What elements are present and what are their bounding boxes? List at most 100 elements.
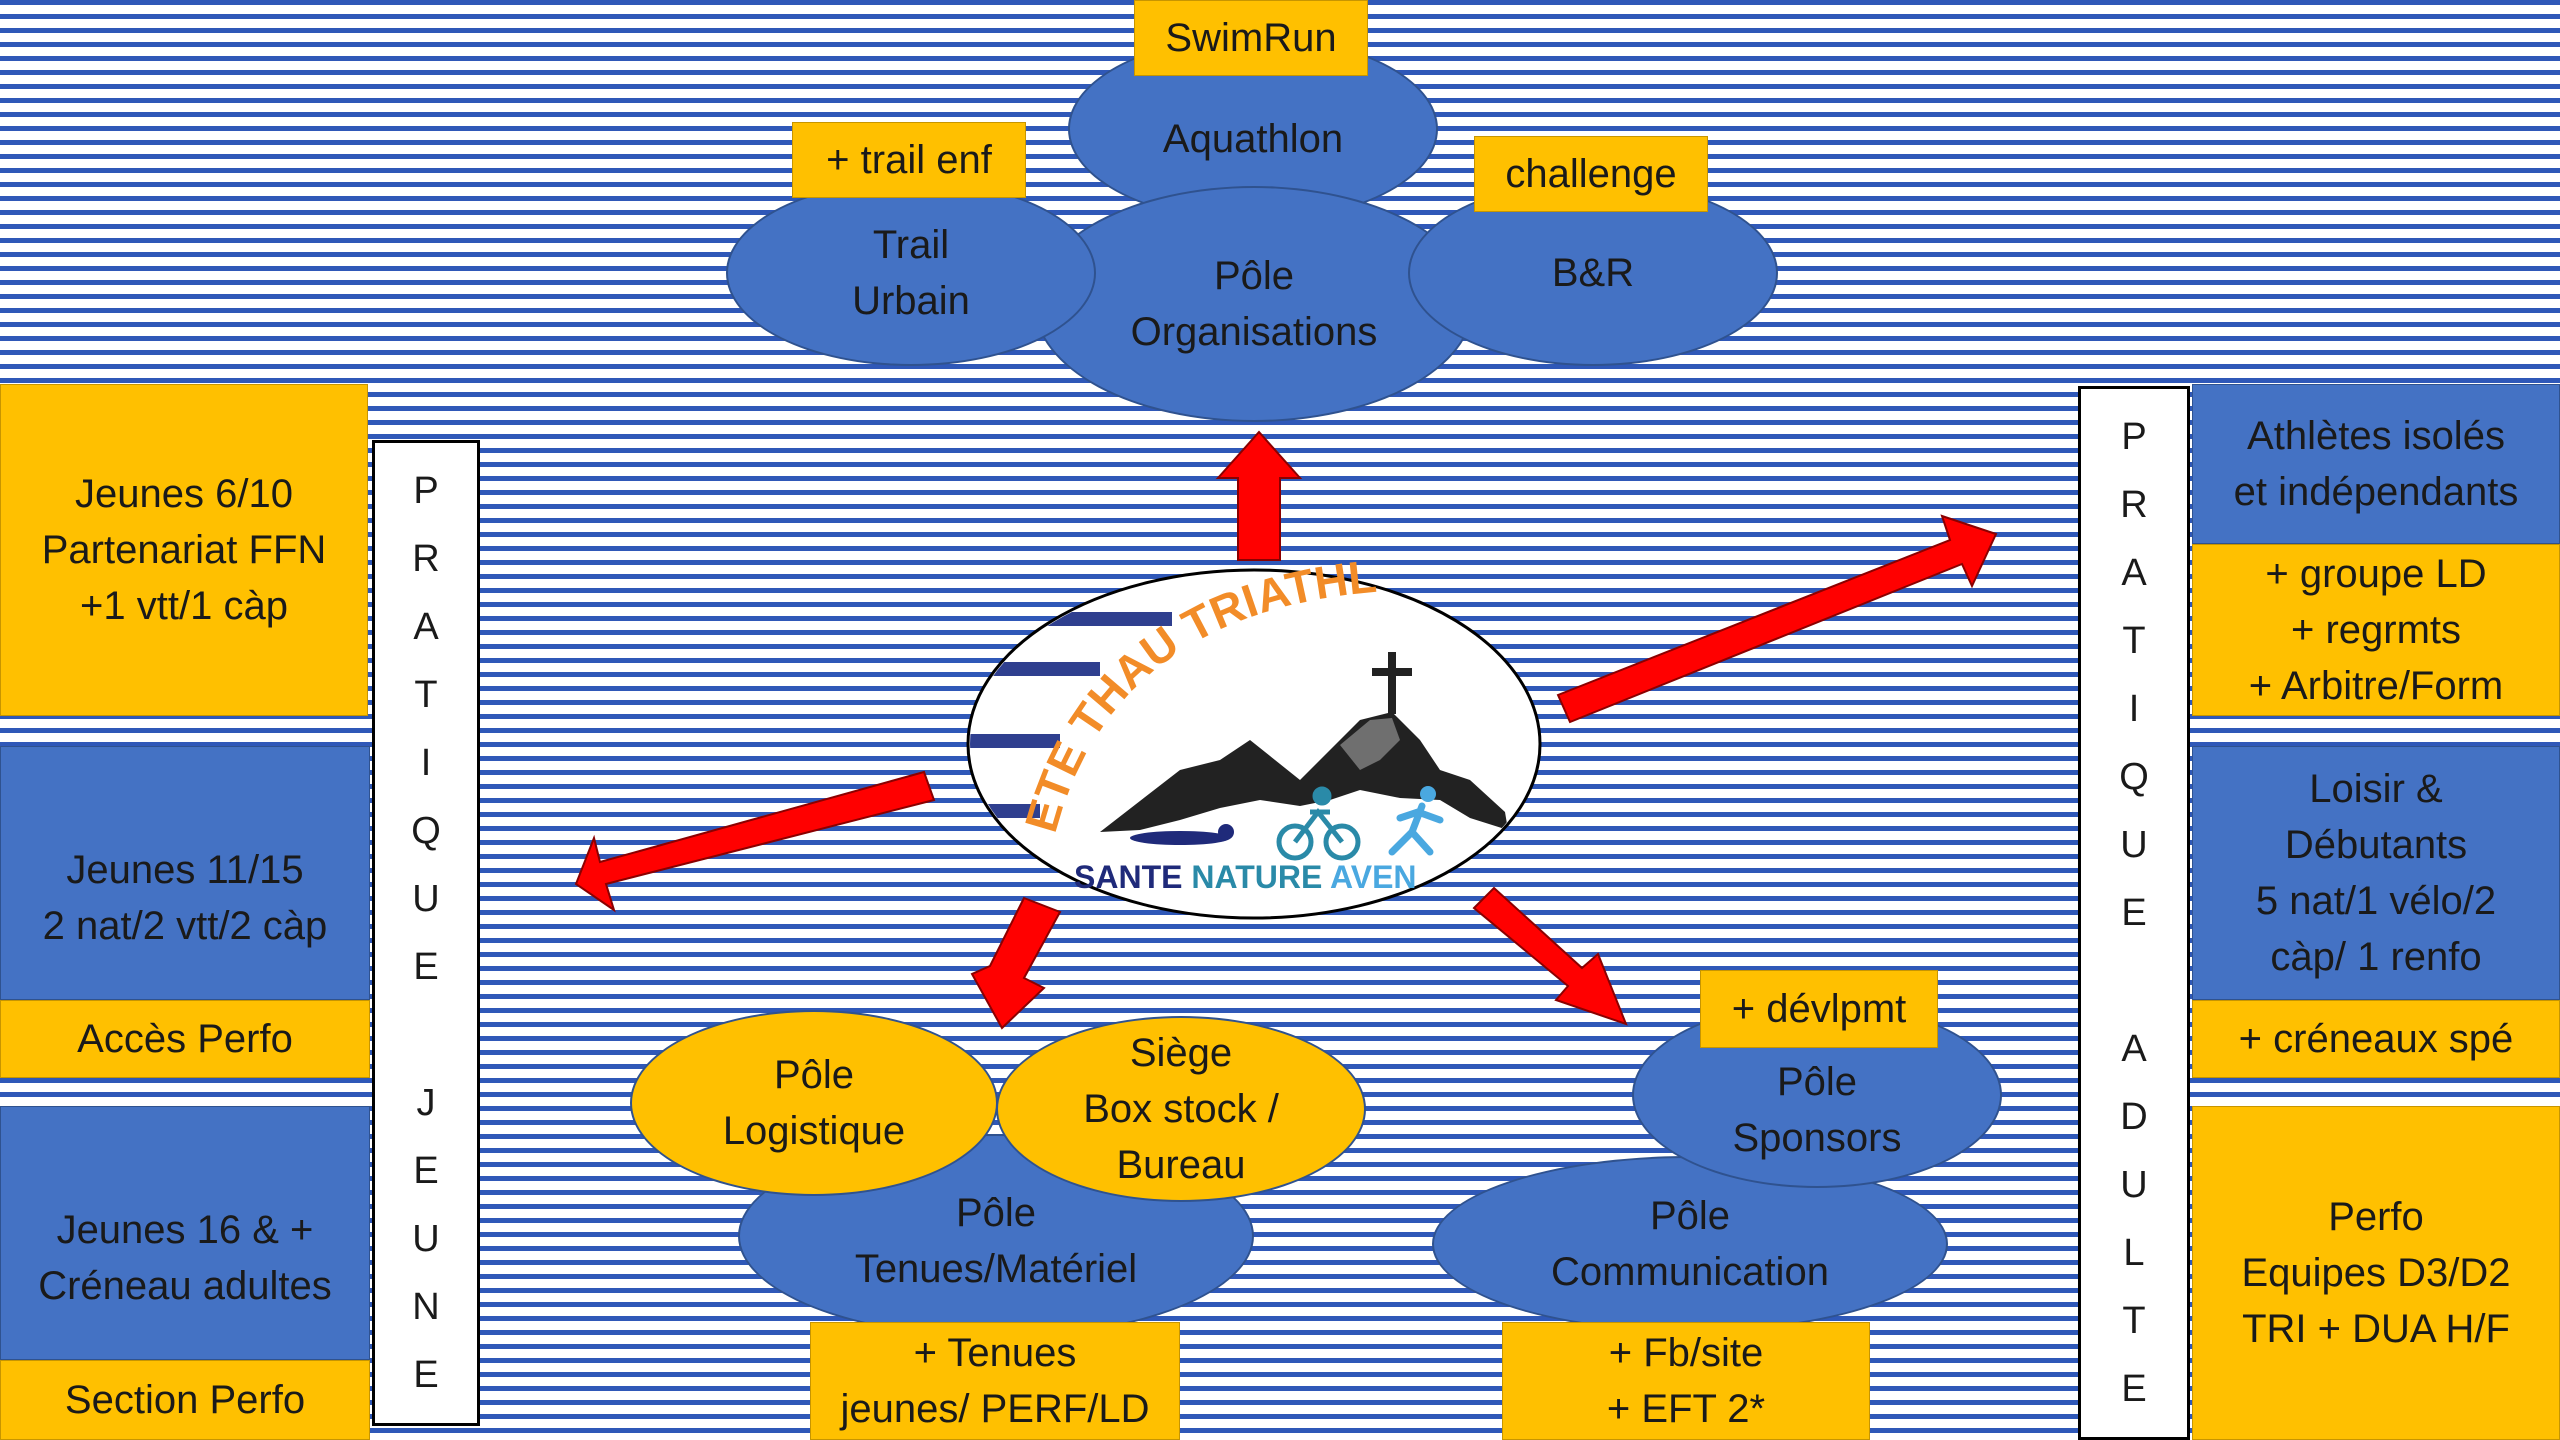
pratique-jeune-letter: E [413, 946, 439, 988]
perfo-equipes-box: Perfo Equipes D3/D2 TRI + DUA H/F [2192, 1106, 2560, 1440]
pratique-adulte-letter: L [2123, 1232, 2145, 1274]
comm-gold-box: + Fb/site + EFT 2* [1502, 1322, 1870, 1440]
jeunes-11-15-box: Jeunes 11/15 2 nat/2 vtt/2 càp [0, 746, 370, 1000]
loisir-line3: 5 nat/1 vélo/2 [2255, 879, 2497, 923]
jeunes-6-10-line3: +1 vtt/1 càp [80, 584, 288, 628]
logo-stripe-3 [970, 734, 1060, 748]
pratique-jeune-letter: U [412, 1218, 440, 1260]
tenues-gold-line1: + Tenues [913, 1331, 1077, 1375]
swimrun-tag: SwimRun [1134, 0, 1368, 76]
devlpmt-label: + dévlpmt [1731, 987, 1907, 1031]
athletes-isoles-line1: Athlètes isolés [2247, 414, 2505, 458]
aquathlon-label: Aquathlon [1162, 117, 1344, 161]
creneaux-spe-label: + créneaux spé [2238, 1017, 2514, 1061]
pole-organisations-line1: Pôle [1213, 254, 1295, 298]
trail-line2: Urbain [852, 279, 970, 323]
logo-stripe-2 [970, 662, 1100, 676]
pratique-jeune-letter: A [413, 606, 439, 648]
pratique-jeune-letter: E [413, 1354, 439, 1396]
siege-line1: Siège [1129, 1031, 1233, 1075]
trail-enf-tag: + trail enf [792, 122, 1026, 198]
logistique-line2: Logistique [722, 1109, 906, 1153]
athletes-isoles-line2: et indépendants [2233, 470, 2519, 514]
pratique-adulte-letter: T [2122, 620, 2146, 662]
groupe-ld-line1: + groupe LD [2265, 552, 2487, 596]
br-label: B&R [1551, 251, 1635, 295]
pratique-jeune-letter: P [413, 470, 439, 512]
pratique-adulte-letter: Q [2119, 756, 2149, 798]
arrow-left [574, 770, 936, 913]
arrow-up [1215, 430, 1303, 561]
pratique-adulte-letter: I [2128, 688, 2140, 730]
loisir-debutants-box: Loisir & Débutants 5 nat/1 vélo/2 càp/ 1… [2192, 746, 2560, 1000]
swimrun-label: SwimRun [1165, 16, 1337, 60]
acces-perfo-label: Accès Perfo [77, 1017, 293, 1061]
pratique-jeune-letter: E [413, 1150, 439, 1192]
jeunes-6-10-line1: Jeunes 6/10 [75, 472, 293, 516]
sponsors-line2: Sponsors [1732, 1116, 1902, 1160]
pratique-adulte-letter: U [2120, 824, 2148, 866]
pole-organisations-line2: Organisations [1130, 310, 1378, 354]
perfo-line2: Equipes D3/D2 [2241, 1251, 2511, 1295]
pratique-adulte-letter: E [2121, 892, 2147, 934]
mountain-highlight [1340, 718, 1400, 770]
pratique-adulte-letter: T [2122, 1300, 2146, 1342]
siege-line3: Bureau [1116, 1143, 1246, 1187]
pratique-adulte-letter: U [2120, 1164, 2148, 1206]
trail-urbain-ellipse: Trail Urbain [726, 180, 1096, 366]
pole-communication-ellipse: Pôle Communication [1432, 1156, 1948, 1332]
logistique-line1: Pôle [773, 1053, 855, 1097]
athletes-isoles-box: Athlètes isolés et indépendants [2192, 384, 2560, 544]
section-perfo-label: Section Perfo [64, 1378, 306, 1422]
runner-icon [1388, 786, 1444, 856]
devlpmt-tag: + dévlpmt [1700, 970, 1938, 1048]
jeunes-11-15-line2: 2 nat/2 vtt/2 càp [42, 904, 328, 948]
loisir-line2: Débutants [2284, 823, 2468, 867]
trail-line1: Trail [872, 223, 950, 267]
perfo-line3: TRI + DUA H/F [2242, 1307, 2510, 1351]
tenues-line2: Tenues/Matériel [854, 1247, 1138, 1291]
loisir-line1: Loisir & [2309, 767, 2443, 811]
sponsors-line1: Pôle [1776, 1060, 1858, 1104]
pratique-adulte-letter: D [2120, 1096, 2148, 1138]
loisir-line4: càp/ 1 renfo [2270, 935, 2482, 979]
pratique-jeune-letter: Q [411, 810, 441, 852]
challenge-label: challenge [1505, 152, 1677, 196]
trail-enf-label: + trail enf [826, 138, 992, 182]
tenues-line1: Pôle [955, 1191, 1037, 1235]
communication-line1: Pôle [1649, 1194, 1731, 1238]
challenge-tag: challenge [1474, 136, 1708, 212]
pratique-adulte-letter: A [2121, 552, 2147, 594]
pole-logistique-ellipse: Pôle Logistique [630, 1010, 998, 1196]
pratique-adulte-letter: A [2121, 1028, 2147, 1070]
arrow-down-left [970, 896, 1062, 1030]
siege-line2: Box stock / [1083, 1087, 1279, 1131]
groupe-ld-line3: + Arbitre/Form [2248, 664, 2504, 708]
tenues-gold-box: + Tenues jeunes/ PERF/LD [810, 1322, 1180, 1440]
jeunes-16-box: Jeunes 16 & + Créneau adultes [0, 1106, 370, 1360]
communication-line2: Communication [1551, 1250, 1829, 1294]
swimmer-icon [1130, 824, 1234, 845]
siege-ellipse: Siège Box stock / Bureau [996, 1016, 1366, 1202]
jeunes-16-line1: Jeunes 16 & + [56, 1208, 314, 1252]
pratique-jeune-letter: J [416, 1082, 436, 1124]
arrow-down-right [1472, 886, 1628, 1026]
perfo-line1: Perfo [2328, 1195, 2424, 1239]
section-perfo-box: Section Perfo [0, 1360, 370, 1440]
cyclist-icon [1276, 786, 1361, 861]
pratique-adulte-letter: E [2121, 1368, 2147, 1410]
pratique-jeune-letter: I [420, 742, 432, 784]
mountain-shape [1100, 712, 1508, 832]
comm-gold-line1: + Fb/site [1608, 1331, 1764, 1375]
pratique-adulte-letter: R [2120, 484, 2148, 526]
comm-gold-line2: + EFT 2* [1606, 1387, 1766, 1431]
pratique-adulte-letter: P [2121, 416, 2147, 458]
jeunes-6-10-line2: Partenariat FFN [41, 528, 327, 572]
pratique-jeune-letter: N [412, 1286, 440, 1328]
groupe-ld-line2: + regrmts [2290, 608, 2462, 652]
logo-bottom-text: SANTE NATURE AVEN [1074, 859, 1417, 895]
pratique-jeune-letter: R [412, 538, 440, 580]
groupe-ld-box: + groupe LD + regrmts + Arbitre/Form [2192, 544, 2560, 716]
